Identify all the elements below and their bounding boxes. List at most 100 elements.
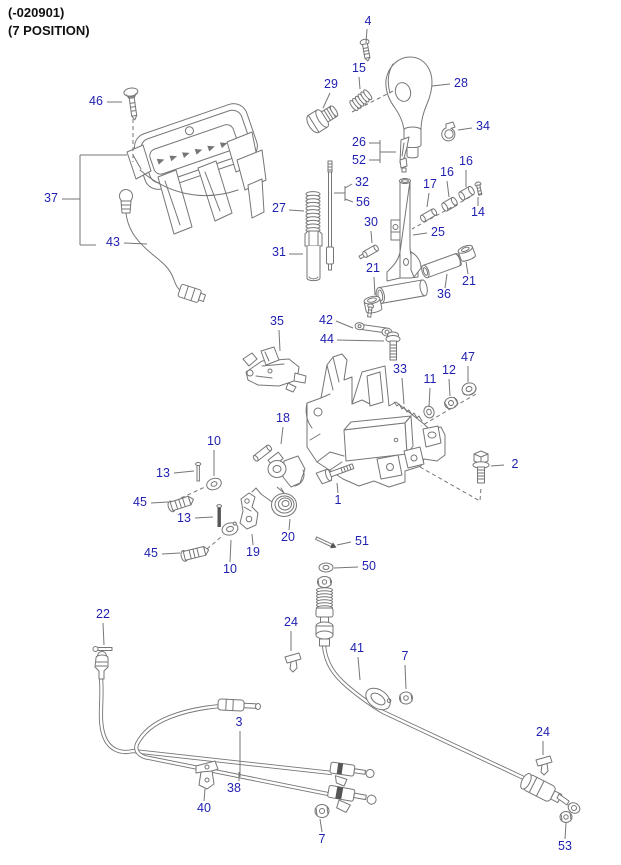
part-label-1: 1 <box>335 493 342 507</box>
part-label-24: 24 <box>284 615 298 629</box>
part-label-34: 34 <box>476 119 490 133</box>
part-label-12: 12 <box>442 363 456 377</box>
leader-line <box>344 183 353 189</box>
pin-30-drawing <box>358 244 379 260</box>
cable-3-line-inner <box>99 678 333 775</box>
leader-line <box>373 276 376 296</box>
screw-14-drawing <box>474 181 483 196</box>
part-label-16: 16 <box>459 154 473 168</box>
bolt-1-drawing <box>315 463 355 485</box>
annotation-lines-layer <box>79 89 482 550</box>
part-label-7: 7 <box>402 649 409 663</box>
bushing-16-lower-drawing <box>441 196 458 212</box>
dashed-assembly-line <box>420 393 477 427</box>
part-label-18: 18 <box>276 411 290 425</box>
leader-line <box>426 192 430 208</box>
bolt-2-drawing <box>472 450 490 484</box>
leader-line <box>412 232 428 236</box>
part-label-46: 46 <box>89 94 103 108</box>
leader-line <box>336 541 352 546</box>
leader-line <box>428 387 431 408</box>
leader-line <box>431 83 451 87</box>
part-label-21: 21 <box>462 274 476 288</box>
leader-line <box>446 180 450 198</box>
bulb-wire-43-drawing <box>119 189 207 303</box>
leader-line <box>370 230 373 244</box>
knob-button-29-drawing <box>306 105 339 134</box>
bolt-44-drawing <box>385 331 401 361</box>
part-label-27: 27 <box>272 201 286 215</box>
leader-line <box>333 566 359 569</box>
part-label-56: 56 <box>356 195 370 209</box>
leader-line <box>280 426 284 445</box>
leader-line <box>344 198 354 203</box>
screw-45-upper-drawing <box>167 495 194 513</box>
lever-18-drawing <box>252 444 306 488</box>
part-label-19: 19 <box>246 545 260 559</box>
dashed-assembly-line <box>206 536 222 550</box>
pin-17-drawing <box>419 208 438 223</box>
leader-line <box>335 320 354 329</box>
shift-knob-28-drawing <box>385 56 433 159</box>
leader-line <box>319 818 323 833</box>
part-label-36: 36 <box>437 287 451 301</box>
part-label-2: 2 <box>512 457 519 471</box>
leader-line <box>444 273 448 289</box>
tube-36-drawing <box>421 252 462 279</box>
part-label-30: 30 <box>364 215 378 229</box>
cable-41-adjuster-drawing <box>315 576 334 647</box>
screw-4-drawing <box>359 38 371 62</box>
leader-line <box>564 822 567 840</box>
cable-end-fitting-upper-drawing <box>329 761 375 787</box>
dashed-assembly-line <box>180 486 206 499</box>
washer-10-lower-drawing <box>221 521 239 536</box>
leader-line <box>336 482 339 494</box>
part-label-33: 33 <box>393 362 407 376</box>
part-label-40: 40 <box>197 801 211 815</box>
base-bracket-33-drawing <box>305 353 446 488</box>
leader-line <box>401 377 405 405</box>
part-label-29: 29 <box>324 77 338 91</box>
leader-line <box>404 664 407 690</box>
spring-15-drawing <box>349 89 373 111</box>
leader-line <box>278 329 281 352</box>
part-label-4: 4 <box>365 14 372 28</box>
pin-13-lower-drawing <box>216 504 223 527</box>
plate-19-drawing <box>239 492 259 530</box>
washer-50-drawing <box>318 562 334 573</box>
leader-line <box>357 656 361 681</box>
leader-line <box>229 539 232 563</box>
cable-3-line <box>98 678 333 776</box>
part-label-13: 13 <box>156 466 170 480</box>
clip-34-drawing <box>441 121 456 142</box>
part-label-31: 31 <box>272 245 286 259</box>
leader-line <box>150 501 169 504</box>
nut-7-lower-drawing <box>314 804 330 818</box>
spring-20-drawing <box>251 487 297 517</box>
leader-line <box>457 127 473 131</box>
part-label-3: 3 <box>236 715 243 729</box>
catalog-code-text: (-020901) <box>8 5 64 20</box>
nut-53-drawing <box>559 811 573 823</box>
shift-cable-41-line-inner <box>322 645 529 782</box>
part-label-11: 11 <box>424 372 437 386</box>
part-label-22: 22 <box>96 607 110 621</box>
part-label-26: 26 <box>352 135 366 149</box>
part-label-13: 13 <box>177 511 191 525</box>
dashed-assembly-line <box>351 89 396 113</box>
part-label-35: 35 <box>270 314 284 328</box>
cable-38-end-fitting-drawing <box>217 698 262 712</box>
bracket-line <box>276 486 285 494</box>
part-label-7: 7 <box>319 832 326 846</box>
leader-line <box>288 518 291 531</box>
leader-line <box>490 464 505 467</box>
part-label-17: 17 <box>423 177 437 191</box>
shift-cable-41-line <box>321 645 529 782</box>
nut-47-drawing <box>461 382 477 396</box>
part-label-45: 45 <box>144 546 158 560</box>
part-label-24: 24 <box>536 725 550 739</box>
link-42-drawing <box>354 322 393 337</box>
